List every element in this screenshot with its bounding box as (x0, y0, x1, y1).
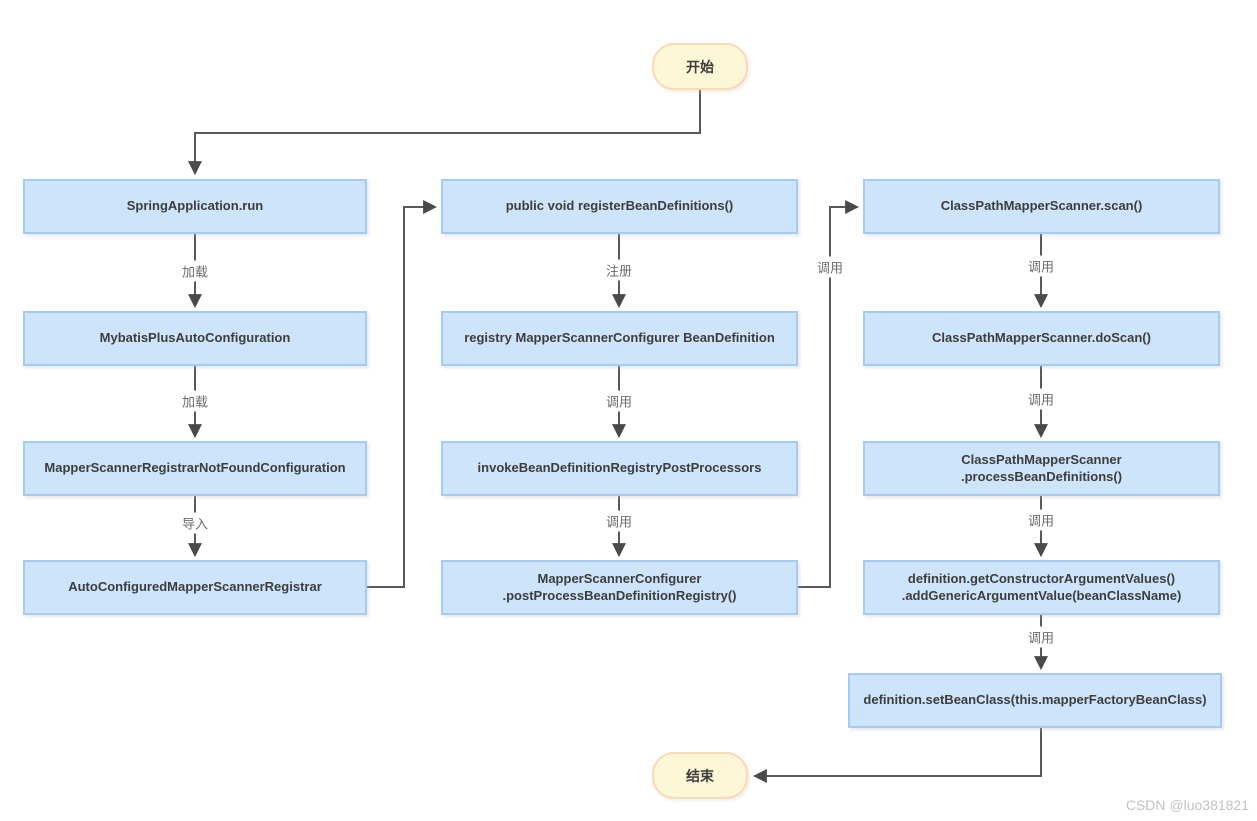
flow-node-postprocess-beandefinition-registry: MapperScannerConfigurer .postProcessBean… (441, 560, 798, 615)
csdn-watermark: CSDN @luo381821 (1125, 797, 1249, 813)
edge-label-call-col2-1: 调用 (602, 390, 636, 412)
edge-label-call-col3-1: 调用 (1024, 255, 1058, 277)
flow-node-mapperscanner-registrar-notfound-configuration: MapperScannerRegistrarNotFoundConfigurat… (23, 441, 367, 496)
edge-label-import: 导入 (178, 512, 212, 534)
edge-label-call-connector: 调用 (813, 256, 847, 278)
flow-node-registry-mapperscannerconfigurer-beandefinition: registry MapperScannerConfigurer BeanDef… (441, 311, 798, 366)
flow-node-register-bean-definitions: public void registerBeanDefinitions() (441, 179, 798, 234)
flow-node-process-bean-definitions: ClassPathMapperScanner .processBeanDefin… (863, 441, 1220, 496)
edge-label-call-col3-2: 调用 (1024, 388, 1058, 410)
edge-label-register: 注册 (602, 259, 636, 281)
flow-node-classpathmapperscanner-scan: ClassPathMapperScanner.scan() (863, 179, 1220, 234)
edge-label-call-col3-4: 调用 (1024, 626, 1058, 648)
flow-node-set-bean-class: definition.setBeanClass(this.mapperFacto… (848, 673, 1222, 728)
edge-label-call-col3-3: 调用 (1024, 509, 1058, 531)
flow-node-invoke-beandefinition-registry-postprocessors: invokeBeanDefinitionRegistryPostProcesso… (441, 441, 798, 496)
edge-label-load-2: 加载 (178, 390, 212, 412)
flow-node-mybatisplus-autoconfiguration: MybatisPlusAutoConfiguration (23, 311, 367, 366)
flow-node-classpathmapperscanner-doscan: ClassPathMapperScanner.doScan() (863, 311, 1220, 366)
flow-node-autoconfigured-mapperscanner-registrar: AutoConfiguredMapperScannerRegistrar (23, 560, 367, 615)
end-terminal: 结束 (652, 752, 748, 799)
flow-node-springapplication-run: SpringApplication.run (23, 179, 367, 234)
start-terminal: 开始 (652, 43, 748, 90)
edge-label-load-1: 加载 (178, 260, 212, 282)
edge-label-call-col2-2: 调用 (602, 510, 636, 532)
flow-node-add-generic-argument-value: definition.getConstructorArgumentValues(… (863, 560, 1220, 615)
